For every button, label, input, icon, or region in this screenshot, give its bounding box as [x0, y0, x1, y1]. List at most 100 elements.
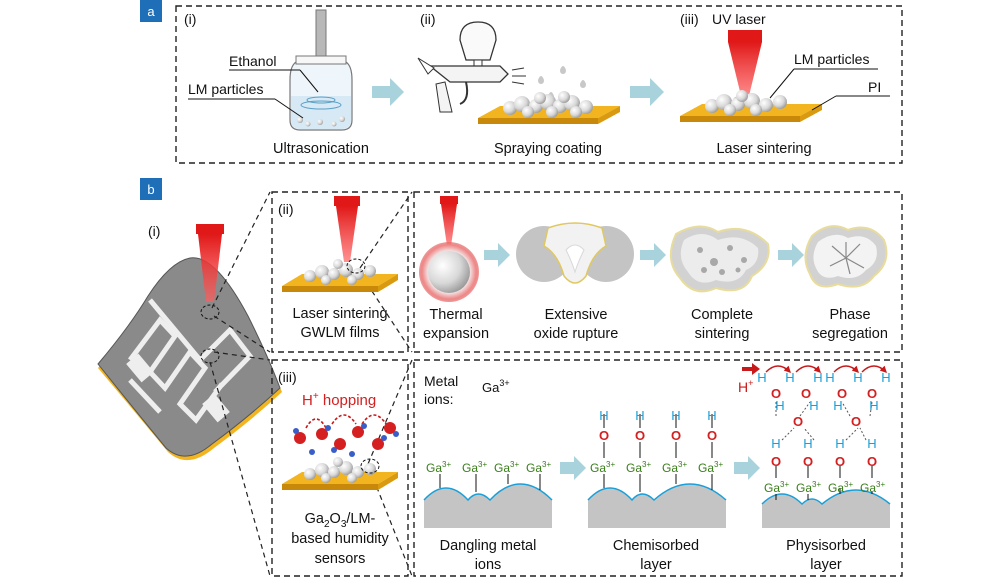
- process-thermal-line2: expansion: [423, 326, 489, 342]
- chemisorbed-hydroxyls: Ga3+ Ga3+ Ga3+ Ga3+ O O O O H H H H: [590, 408, 723, 475]
- sub-ii-caption-line2: GWLM films: [301, 325, 380, 341]
- svg-text:Ga3+: Ga3+: [796, 480, 821, 495]
- stage-chemisorbed-line1: Chemisorbed: [613, 538, 699, 554]
- svg-text:H: H: [809, 398, 818, 413]
- metal-ions-label-line1: Metal: [424, 373, 458, 389]
- svg-text:Ga3+: Ga3+: [426, 460, 451, 475]
- svg-text:Ga3+: Ga3+: [662, 460, 687, 475]
- laser-sintering-caption: Laser sintering: [716, 141, 811, 157]
- physisorbed-network: Ga3+ Ga3+ Ga3+ Ga3+ O O O O H H H H O O …: [757, 365, 891, 495]
- stage-arrow-2: [734, 456, 760, 480]
- sub-iii-index: (iii): [278, 369, 297, 385]
- sub-iii-frame: [271, 359, 409, 577]
- sub-iii-caption-line1: Ga2O3/LM-: [305, 511, 376, 530]
- svg-text:Ga3+: Ga3+: [698, 460, 723, 475]
- stage-chemisorbed-line2: layer: [640, 557, 672, 573]
- stage-physisorbed-line2: layer: [810, 557, 842, 573]
- step-iii-index: (iii): [680, 11, 699, 27]
- process-arrow-1: [484, 243, 510, 267]
- svg-text:H: H: [707, 408, 716, 423]
- lm-particles-label-a: LM particles: [188, 81, 263, 97]
- process-segregation-line1: Phase: [829, 307, 870, 323]
- svg-text:Ga3+: Ga3+: [860, 480, 885, 495]
- svg-text:O: O: [837, 386, 847, 401]
- svg-text:H: H: [671, 408, 680, 423]
- thermal-expansion-illustration: [419, 196, 479, 302]
- svg-text:O: O: [801, 386, 811, 401]
- sub-iii-caption-line3: sensors: [315, 551, 366, 567]
- svg-text:Ga3+: Ga3+: [828, 480, 853, 495]
- stage-dangling-line2: ions: [475, 557, 502, 573]
- physisorbed-surface: [761, 488, 891, 528]
- panel-a-frame: [175, 5, 903, 164]
- sensor-film: [282, 457, 398, 490]
- svg-text:Ga3+: Ga3+: [526, 460, 551, 475]
- ethanol-label: Ethanol: [229, 53, 276, 69]
- spraying-caption: Spraying coating: [494, 141, 602, 157]
- process-arrow-2: [640, 243, 666, 267]
- svg-text:O: O: [671, 428, 681, 443]
- svg-text:Ga3+: Ga3+: [462, 460, 487, 475]
- spray-gun: [417, 21, 526, 113]
- svg-text:O: O: [835, 454, 845, 469]
- svg-text:H: H: [757, 370, 766, 385]
- ultrasonication-beaker: [289, 9, 353, 131]
- svg-text:O: O: [867, 454, 877, 469]
- spray-substrate: [478, 91, 620, 124]
- svg-text:Ga3+: Ga3+: [590, 460, 615, 475]
- panel-b: b (i): [97, 178, 903, 577]
- dangling-surface: [423, 474, 553, 528]
- stage-dangling-line1: Dangling metal: [440, 538, 537, 554]
- process-rupture-line2: oxide rupture: [534, 326, 619, 342]
- svg-text:Ga3+: Ga3+: [494, 460, 519, 475]
- oxide-rupture-illustration: [516, 222, 634, 284]
- svg-text:H: H: [867, 436, 876, 451]
- sub-ii-index: (ii): [278, 201, 294, 217]
- uv-laser-label: UV laser: [712, 11, 766, 27]
- complete-sintering-illustration: [669, 225, 770, 293]
- dangling-ga-ions: Ga3+ Ga3+ Ga3+ Ga3+: [426, 460, 551, 475]
- sub-ii-frame: [271, 191, 409, 353]
- svg-text:H: H: [803, 436, 812, 451]
- zoom-lines: [209, 191, 413, 577]
- process-sintering-line1: Complete: [691, 307, 753, 323]
- svg-text:O: O: [771, 386, 781, 401]
- flow-arrow-a2: [630, 78, 664, 106]
- ultrasonication-caption: Ultrasonication: [273, 141, 369, 157]
- laser-substrate: [680, 90, 822, 122]
- sub-i-index: (i): [148, 223, 160, 239]
- svg-text:H: H: [785, 370, 794, 385]
- process-sintering-line2: sintering: [695, 326, 750, 342]
- h-hopping-label: H+ hopping: [302, 391, 376, 409]
- panel-a-badge: [140, 0, 162, 22]
- flow-arrow-a1: [372, 78, 404, 106]
- stage-arrow-1: [560, 456, 586, 480]
- svg-text:O: O: [867, 386, 877, 401]
- svg-text:O: O: [771, 454, 781, 469]
- stage-physisorbed-line1: Physisorbed: [786, 538, 866, 554]
- svg-text:Ga3+: Ga3+: [626, 460, 651, 475]
- svg-text:H: H: [853, 370, 862, 385]
- svg-text:H: H: [835, 436, 844, 451]
- proton-indicator: H+: [738, 363, 760, 395]
- step-ii-index: (ii): [420, 11, 436, 27]
- svg-text:H: H: [825, 370, 834, 385]
- svg-text:H: H: [869, 398, 878, 413]
- panel-b-badge: [140, 178, 162, 200]
- sub-iii-caption-line2: based humidity: [291, 531, 389, 547]
- process-segregation-line2: segregation: [812, 326, 888, 342]
- flexible-sensor: [97, 224, 282, 461]
- process-thermal-line1: Thermal: [429, 307, 482, 323]
- svg-text:Ga3+: Ga3+: [764, 480, 789, 495]
- sintering-process-frame: [413, 191, 903, 353]
- svg-text:H: H: [881, 370, 890, 385]
- svg-text:H: H: [599, 408, 608, 423]
- svg-text:O: O: [599, 428, 609, 443]
- process-arrow-3: [778, 243, 804, 267]
- svg-text:O: O: [635, 428, 645, 443]
- chemisorbed-surface: [587, 474, 727, 528]
- svg-text:H: H: [771, 436, 780, 451]
- sub-ii-caption-line1: Laser sintering: [292, 306, 387, 322]
- svg-text:H: H: [813, 370, 822, 385]
